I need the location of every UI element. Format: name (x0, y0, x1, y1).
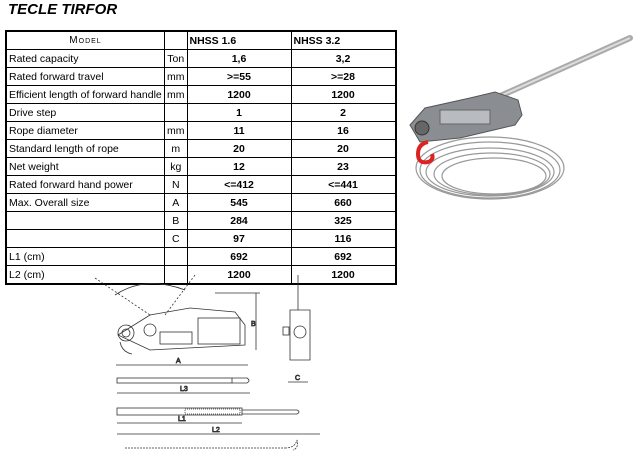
table-header-row: Model NHSS 1.6 NHSS 3.2 (5, 30, 396, 50)
value-nhss-3-2: 116 (290, 229, 396, 248)
header-nhss-1-6: NHSS 1.6 (186, 30, 292, 50)
value-nhss-3-2: 3,2 (290, 49, 396, 68)
row-unit (164, 103, 188, 122)
value-nhss-1-6: 97 (186, 229, 292, 248)
header-nhss-3-2: NHSS 3.2 (290, 30, 396, 50)
value-nhss-3-2: >=28 (290, 67, 396, 86)
dim-a-label: A (176, 358, 181, 365)
value-nhss-1-6: 11 (186, 121, 292, 140)
value-nhss-1-6: 545 (186, 193, 292, 212)
row-unit: C (164, 229, 188, 248)
value-nhss-1-6: 1 (186, 103, 292, 122)
row-label: Rope diameter (5, 121, 165, 140)
row-unit: B (164, 211, 188, 230)
row-label: Max. Overall size (5, 193, 165, 212)
row-label (5, 229, 165, 248)
row-unit: mm (164, 85, 188, 104)
value-nhss-3-2: 20 (290, 139, 396, 158)
header-model: Model (5, 30, 165, 50)
value-nhss-1-6: 1200 (186, 85, 292, 104)
row-unit (164, 247, 188, 266)
product-photo (409, 35, 633, 200)
value-nhss-3-2: <=441 (290, 175, 396, 194)
tirfor-front-view (289, 309, 311, 361)
value-nhss-3-2: 660 (290, 193, 396, 212)
technical-drawing: B A L3 C L1 L2 (94, 274, 320, 451)
value-nhss-1-6: 12 (186, 157, 292, 176)
row-unit: mm (164, 121, 188, 140)
row-label: Standard length of rope (5, 139, 165, 158)
value-nhss-3-2: 23 (290, 157, 396, 176)
row-unit: A (164, 193, 188, 212)
value-nhss-1-6: 20 (186, 139, 292, 158)
rope-with-hook-icon (125, 439, 298, 451)
value-nhss-1-6: 1,6 (186, 49, 292, 68)
row-label: L2 (cm) (5, 265, 165, 285)
value-nhss-1-6: 284 (186, 211, 292, 230)
value-nhss-1-6: 692 (186, 247, 292, 266)
value-nhss-3-2: 325 (290, 211, 396, 230)
header-unit (164, 30, 188, 50)
value-nhss-3-2: 2 (290, 103, 396, 122)
row-label: Net weight (5, 157, 165, 176)
dim-l1-label: L1 (178, 416, 186, 423)
value-nhss-3-2: 16 (290, 121, 396, 140)
wire-rope-coil-icon (415, 136, 565, 200)
row-label (5, 211, 165, 230)
value-nhss-3-2: 1200 (290, 85, 396, 104)
row-label: Drive step (5, 103, 165, 122)
row-label: L1 (cm) (5, 247, 165, 266)
value-nhss-1-6: 1200 (186, 265, 292, 285)
dim-l3-label: L3 (180, 386, 188, 393)
row-unit: kg (164, 157, 188, 176)
row-label: Rated forward travel (5, 67, 165, 86)
hook-icon (415, 140, 435, 165)
value-nhss-3-2: 692 (290, 247, 396, 266)
row-unit: N (164, 175, 188, 194)
row-label: Efficient length of forward handle (5, 85, 165, 104)
value-nhss-1-6: >=55 (186, 67, 292, 86)
value-nhss-1-6: <=412 (186, 175, 292, 194)
row-unit: Ton (164, 49, 188, 68)
dim-b-label: B (251, 321, 256, 328)
dim-c-label: C (295, 375, 300, 382)
page-title: TECLE TIRFOR (8, 1, 118, 18)
dim-l2-label: L2 (212, 427, 220, 434)
row-label: Rated capacity (5, 49, 165, 68)
row-unit: m (164, 139, 188, 158)
row-label: Rated forward hand power (5, 175, 165, 194)
row-unit: mm (164, 67, 188, 86)
value-nhss-3-2: 1200 (290, 265, 396, 285)
